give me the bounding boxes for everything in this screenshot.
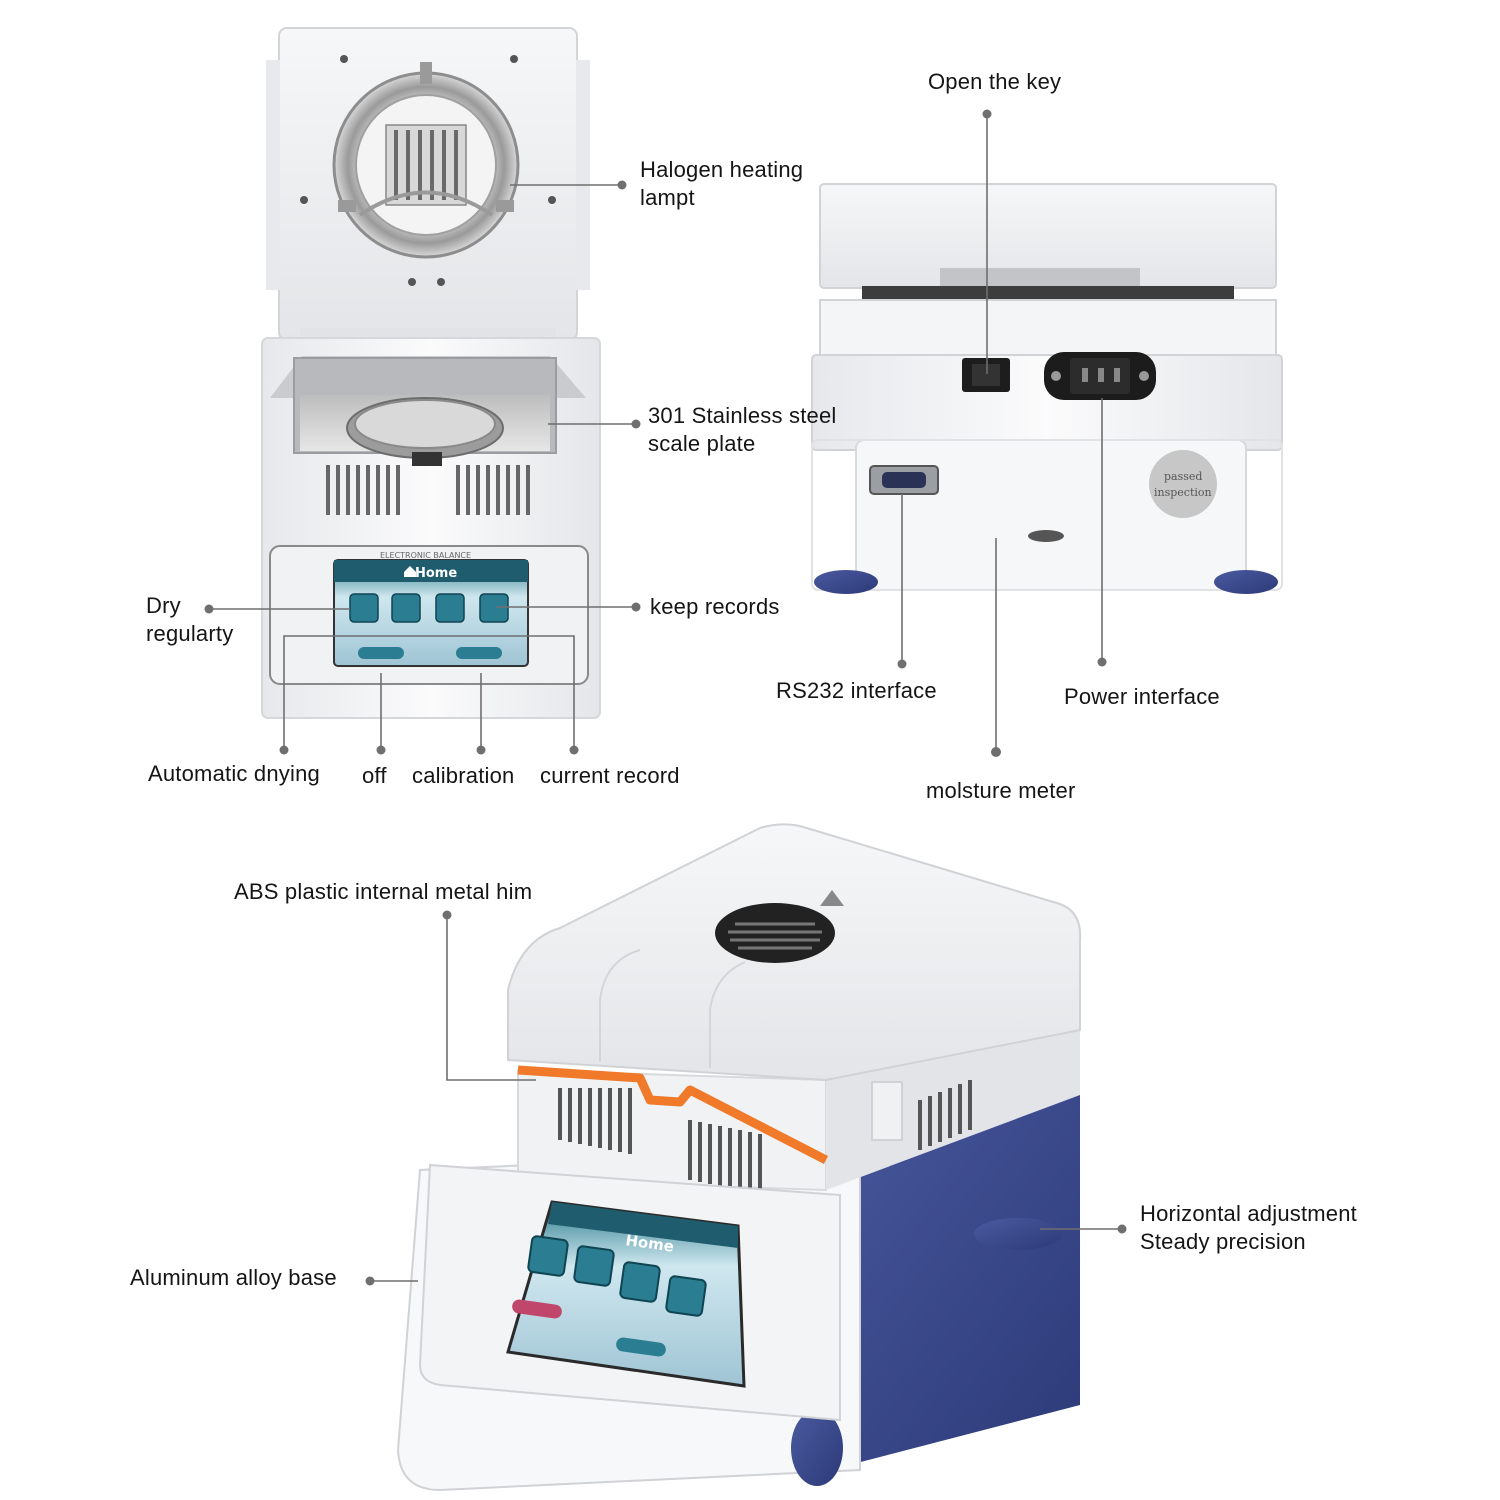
perspective-device: Home <box>396 823 1082 1492</box>
label-horizontal-adjustment: Horizontal adjustment Steady precision <box>1140 1200 1357 1256</box>
rear-foot-left <box>814 570 878 594</box>
front-records-icon <box>665 1275 707 1317</box>
foot-back <box>974 1218 1062 1250</box>
power-switch-icon <box>962 358 1010 392</box>
lid-screws-icon <box>300 55 556 286</box>
stamp-line-2: inspection <box>1154 486 1212 499</box>
foot-front <box>791 1410 843 1486</box>
power-inlet-icon <box>1044 352 1156 400</box>
label-horizontal-line1: Horizontal adjustment <box>1140 1201 1357 1226</box>
label-dry-line1: Dry <box>146 593 181 618</box>
label-rs232: RS232 interface <box>776 678 937 703</box>
label-open-key: Open the key <box>928 69 1062 94</box>
label-automatic-drying: Automatic dnying <box>148 761 320 786</box>
panel-caption: ELECTRONIC BALANCE <box>380 551 471 560</box>
label-keep-records: keep records <box>650 594 780 619</box>
label-current-record: current record <box>540 763 680 788</box>
side-vents-icon <box>558 1080 972 1194</box>
auto-dry-icon <box>391 593 421 623</box>
stamp-line-1: passed <box>1164 470 1202 483</box>
rear-view-device: passed inspection <box>811 183 1283 594</box>
label-plate-line1: 301 Stainless steel <box>648 403 837 428</box>
orange-trim <box>517 1065 829 1165</box>
front-calib-icon <box>619 1261 661 1303</box>
touch-screen: Home <box>333 559 529 667</box>
records-icon <box>479 593 509 623</box>
label-aluminum-base: Aluminum alloy base <box>130 1265 337 1290</box>
label-plate-line2: scale plate <box>648 431 756 456</box>
label-halogen-line2: lampt <box>640 185 695 210</box>
rs232-port-icon <box>869 465 939 495</box>
label-calibration: calibration <box>412 763 515 788</box>
home-icon <box>404 566 416 577</box>
front-dry-icon <box>527 1235 569 1277</box>
label-off: off <box>362 763 387 788</box>
calibration-icon <box>435 593 465 623</box>
inspection-stamp-icon: passed inspection <box>1149 450 1217 518</box>
leader-dots <box>204 109 1127 1286</box>
rear-foot-right <box>1214 570 1278 594</box>
leader-lines <box>213 114 1122 1282</box>
rear-knob-icon <box>1028 530 1064 542</box>
label-abs-plastic: ABS plastic internal metal him <box>234 879 533 904</box>
label-moisture-meter: molsture meter <box>926 778 1076 803</box>
label-scale-plate: 301 Stainless steel scale plate <box>648 402 836 458</box>
dry-regularly-icon <box>349 593 379 623</box>
label-dry-line2: regularty <box>146 621 234 646</box>
warning-triangle-icon <box>820 890 844 906</box>
screen-title: Home <box>415 566 457 581</box>
front-vents-icon <box>326 465 530 515</box>
front-auto-icon <box>573 1245 615 1287</box>
label-horizontal-line2: Steady precision <box>1140 1229 1306 1254</box>
front-view-device: ELECTRONIC BALANCE Home <box>261 27 601 719</box>
halogen-lamp-icon <box>332 62 520 259</box>
label-dry-regularly: Dry regularty <box>146 592 233 648</box>
label-power-interface: Power interface <box>1064 684 1220 709</box>
top-vent-icon <box>715 903 835 963</box>
scale-plate-icon <box>346 397 504 466</box>
label-halogen-lamp: Halogen heating lampt <box>640 156 803 212</box>
label-halogen-line1: Halogen heating <box>640 157 804 182</box>
front-touch-screen: Home <box>506 1200 746 1388</box>
